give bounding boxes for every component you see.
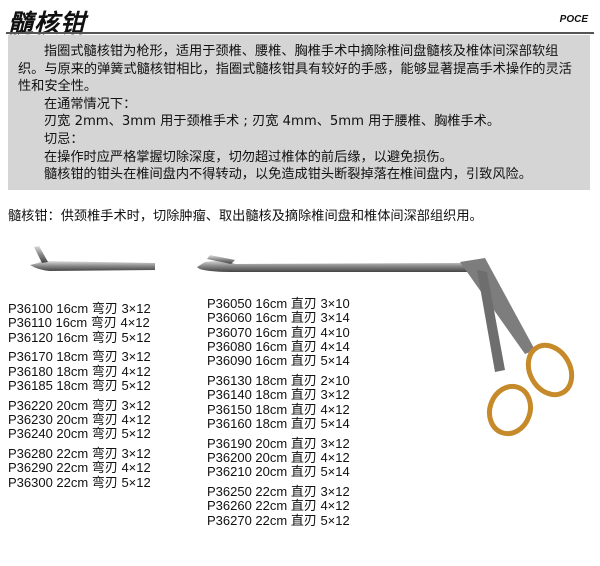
product-row: P36080 16cm 直刃 4×14 [207,338,350,354]
product-row: P36220 20cm 弯刃 3×12 [8,397,151,413]
title-divider [6,32,594,34]
straight-forceps-image [197,255,575,437]
description-paragraph: 指圈式髓核钳为枪形，适用于颈椎、腰椎、胸椎手术中摘除椎间盘髓核及椎体间深部软组织… [18,44,572,95]
product-row: P36270 22cm 直刃 5×12 [207,512,350,528]
brand-logo: POCE [559,14,588,25]
product-row: P36230 20cm 弯刃 4×12 [8,412,151,428]
product-row: P36170 18cm 弯刃 3×12 [8,349,151,365]
product-row: P36160 18cm 直刃 5×14 [207,415,350,431]
product-subtitle: 髓核钳：供颈椎手术时，切除肿瘤、取出髓核及摘除椎间盘和椎体间深部组织用。 [8,209,483,224]
product-row: P36290 22cm 弯刃 4×12 [8,460,151,476]
product-row: P36050 16cm 直刃 3×10 [207,296,350,311]
curved-tip-image [30,246,155,271]
product-row: P36190 20cm 直刃 3×12 [207,435,350,451]
caution-text-2: 髓核钳的钳头在椎间盘内不得转动，以免造成钳头断裂掉落在椎间盘内，引致风险。 [44,167,532,183]
product-row: P36250 22cm 直刃 3×12 [207,484,350,500]
product-row: P36060 16cm 直刃 3×14 [207,310,350,326]
product-row: P36260 22cm 直刃 4×12 [207,498,350,514]
product-row: P36210 20cm 直刃 5×14 [207,464,350,480]
product-row: P36110 16cm 弯刃 4×12 [8,315,150,331]
caution-heading: 切忌： [44,131,84,147]
product-row: P36180 18cm 弯刃 4×12 [8,363,151,379]
usual-heading: 在通常情况下： [44,96,137,112]
product-row: P36300 22cm 弯刃 5×12 [8,474,151,490]
description-box: 指圈式髓核钳为枪形，适用于颈椎、腰椎、胸椎手术中摘除椎间盘髓核及椎体间深部软组织… [8,35,590,190]
product-row: P36150 18cm 直刃 4×12 [207,401,350,417]
product-row: P36070 16cm 直刃 4×10 [207,324,350,340]
product-row: P36100 16cm 弯刃 3×12 [8,301,151,316]
caution-text-1: 在操作时应严格掌握切除深度，切勿超过椎体的前后缘，以避免损伤。 [44,149,453,165]
product-row: P36130 18cm 直刃 2×10 [207,372,350,388]
product-row: P36120 16cm 弯刃 5×12 [8,329,151,345]
product-row: P36240 20cm 弯刃 5×12 [8,426,151,442]
product-row: P36280 22cm 弯刃 3×12 [8,446,151,462]
usual-text: 刃宽 2mm、3mm 用于颈椎手术 ; 刃宽 4mm、5mm 用于腰椎、胸椎手术… [44,114,501,130]
product-row: P36200 20cm 直刃 4×12 [207,449,350,465]
product-row: P36140 18cm 直刃 3×12 [207,387,350,403]
product-row: P36090 16cm 直刃 5×14 [207,353,350,369]
product-row: P36185 18cm 弯刃 5×12 [8,377,151,393]
